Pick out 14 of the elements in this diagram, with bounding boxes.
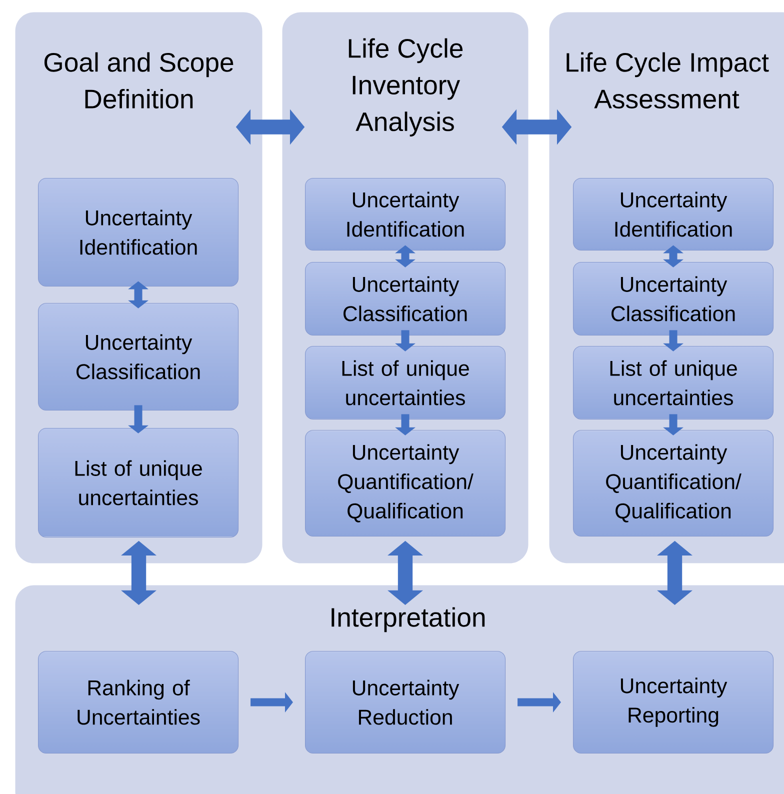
- step-box: Uncertainty Classification: [305, 262, 506, 336]
- step-box: Uncertainty Identification: [38, 178, 239, 287]
- step-box: List of unique uncertainties: [573, 346, 774, 420]
- step-box: Uncertainty Classification: [38, 303, 239, 411]
- step-box: List of unique uncertainties: [305, 346, 506, 420]
- step-box: Uncertainty Identification: [305, 178, 506, 251]
- step-box: Uncertainty Identification: [573, 178, 774, 251]
- step-box: Uncertainty Classification: [573, 262, 774, 336]
- step-box: Uncertainty Reporting: [573, 651, 774, 754]
- step-box: Uncertainty Quantification/ Qualification: [305, 430, 506, 537]
- step-box: Ranking of Uncertainties: [38, 651, 239, 754]
- step-box: Uncertainty Reduction: [305, 651, 506, 754]
- step-box: List of unique uncertainties: [38, 428, 239, 538]
- step-box: Uncertainty Quantification/ Qualification: [573, 430, 774, 537]
